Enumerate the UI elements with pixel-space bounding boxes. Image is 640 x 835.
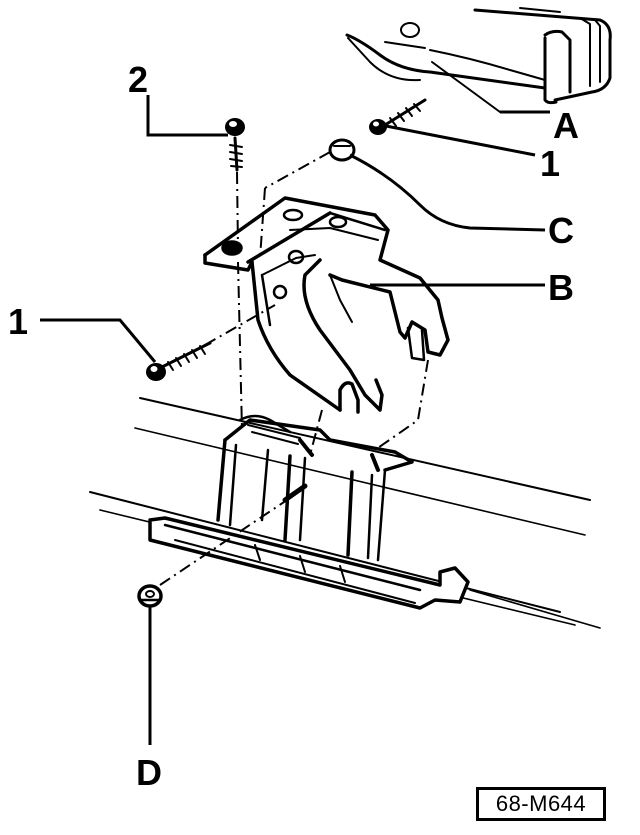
screw-upper xyxy=(369,98,427,135)
screw-left xyxy=(146,341,212,381)
callout-d: D xyxy=(136,752,162,793)
body-panel-lines xyxy=(89,397,601,629)
callout-labels: 2 A 1 C B 1 D xyxy=(8,59,579,793)
callout-c: C xyxy=(548,210,574,251)
callout-1-left: 1 xyxy=(8,301,28,342)
leader-lines xyxy=(40,95,550,745)
callout-a: A xyxy=(553,105,579,146)
clip-nut-c xyxy=(328,138,356,162)
screw-top xyxy=(225,118,245,172)
callout-2: 2 xyxy=(128,59,148,100)
reference-code-box: 68-M644 xyxy=(476,787,606,821)
nut-d xyxy=(137,584,163,608)
callout-1-upper: 1 xyxy=(540,143,560,184)
callout-b: B xyxy=(548,267,574,308)
assembly-axes xyxy=(159,151,429,586)
lower-mount-rail xyxy=(148,414,470,610)
part-a-housing xyxy=(345,7,612,113)
reference-code: 68-M644 xyxy=(495,791,587,816)
bracket-b xyxy=(203,196,450,414)
